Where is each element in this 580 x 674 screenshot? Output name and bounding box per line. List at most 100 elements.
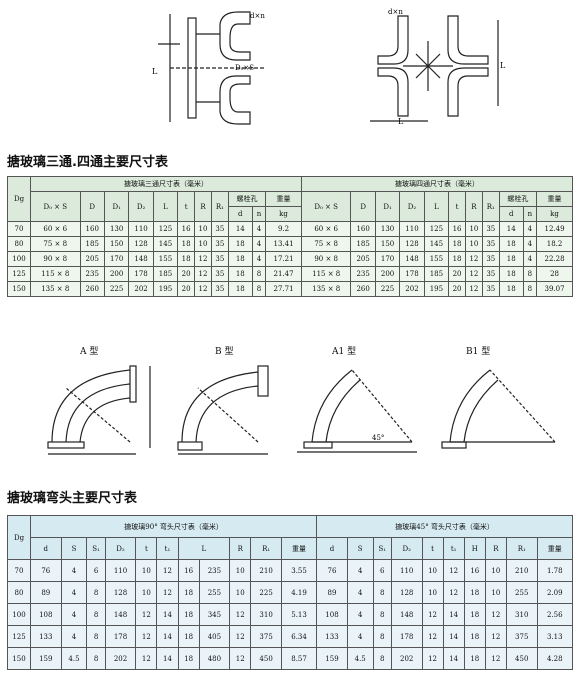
table-cell: 1.78 [536,559,574,582]
col-header: R [229,537,252,560]
col-header: S [60,537,88,560]
table-cell: 10 [421,581,444,604]
table-cell: 16 [448,221,466,237]
weight-header: 重量 [536,191,573,207]
section-title-tee: 搪玻璃三通.四通主要尺寸表 [7,155,168,170]
tee-cross-dimension-table: Dg 搪玻璃三通尺寸表（毫米） 搪玻璃四通尺寸表（毫米） D₀ × S D D₁… [7,176,574,297]
table-cell: 80 [7,581,31,604]
table-cell: 20 [177,281,196,297]
col-header: R₁ [481,191,500,222]
table-cell: 12 [421,603,444,626]
table-cell: 4.5 [346,647,374,670]
bolt-header: 螺栓孔 [227,191,267,207]
elbow-b1-title: B1 型 [466,347,491,357]
col-header: D₂ [399,191,425,222]
table-cell: 345 [198,603,231,626]
col-header: L [423,191,450,222]
table-cell: 18 [463,581,486,604]
angle-label: 45° [372,434,384,442]
table-cell: 28 [536,266,573,282]
table-cell: 35 [481,266,500,282]
table-cell: 12 [135,603,158,626]
col-header: n [251,206,267,222]
table-cell: 8 [522,266,538,282]
table-cell: 8 [86,647,106,670]
table-cell: 4.28 [536,647,574,670]
table-cell: 375 [505,625,538,648]
table-cell: 14 [498,221,524,237]
table-cell: 18 [227,251,253,267]
table-cell: 18 [177,625,200,648]
table-cell: 185 [152,266,179,282]
table-cell: 10 [484,559,507,582]
table-cell: 80 [7,236,31,252]
table-cell: 133 [30,625,62,648]
table-cell: 260 [350,281,376,297]
table-cell: 20 [177,266,196,282]
cross-label-l: L [398,117,404,126]
table-cell: 14 [442,603,465,626]
elbow-b-drawing [177,365,269,455]
table-cell: 12 [442,559,465,582]
table-cell: 255 [198,581,231,604]
table-cell: 9.2 [265,221,302,237]
table-cell: 12 [484,603,507,626]
table-cell: 6 [86,559,106,582]
elbow45-group-title: 搪玻璃45° 弯头尺寸表（毫米） [316,515,573,538]
table-cell: 235 [350,266,376,282]
table-cell: 480 [198,647,231,670]
table-cell: 10 [229,581,252,604]
table-cell: 4 [346,603,374,626]
col-header: D [79,191,105,222]
table-cell: 35 [210,236,229,252]
table-cell: 185 [79,236,105,252]
table-cell: 13.41 [265,236,302,252]
col-header: d [30,537,62,560]
elbow-a1-title: A1 型 [332,347,357,357]
tee-label-l: L [152,67,158,76]
table-cell: 12 [194,281,212,297]
table-cell: 170 [103,251,130,267]
col-header: S [346,537,374,560]
table-cell: 4 [251,251,267,267]
table-cell: 12 [229,647,252,670]
table-cell: 18 [177,236,196,252]
col-header: L [152,191,179,222]
table-cell: 128 [399,236,425,252]
table-cell: 4 [522,221,538,237]
col-header: R [464,191,483,222]
table-cell: 115 × 8 [300,266,352,282]
table-cell: 18 [177,251,196,267]
table-cell: 75 × 8 [30,236,81,252]
table-cell: 100 [7,251,31,267]
dn-header: Dg [7,176,31,222]
table-cell: 115 × 8 [30,266,81,282]
table-cell: 2.09 [536,581,574,604]
table-cell: 135 × 8 [30,281,81,297]
table-cell: 35 [481,281,500,297]
table-cell: 4.19 [280,581,318,604]
table-cell: 12 [194,251,212,267]
table-cell: 8 [372,581,392,604]
table-cell: 35 [210,221,229,237]
table-cell: 450 [250,647,282,670]
table-cell: 8 [251,266,267,282]
table-cell: 150 [374,236,401,252]
table-cell: 150 [7,281,31,297]
table-cell: 225 [250,581,282,604]
table-cell: 160 [350,221,376,237]
table-cell: 125 [152,221,179,237]
table-cell: 18 [227,281,253,297]
table-cell: 3.55 [280,559,318,582]
table-cell: 255 [505,581,538,604]
elbow-a1-drawing: 45° [297,369,417,453]
table-cell: 450 [505,647,538,670]
tee-label-dn: d×n [250,12,265,20]
table-cell: 60 × 6 [30,221,81,237]
table-cell: 18 [227,236,253,252]
table-cell: 8 [372,625,392,648]
table-cell: 10 [194,221,212,237]
table-cell: 12 [229,625,252,648]
